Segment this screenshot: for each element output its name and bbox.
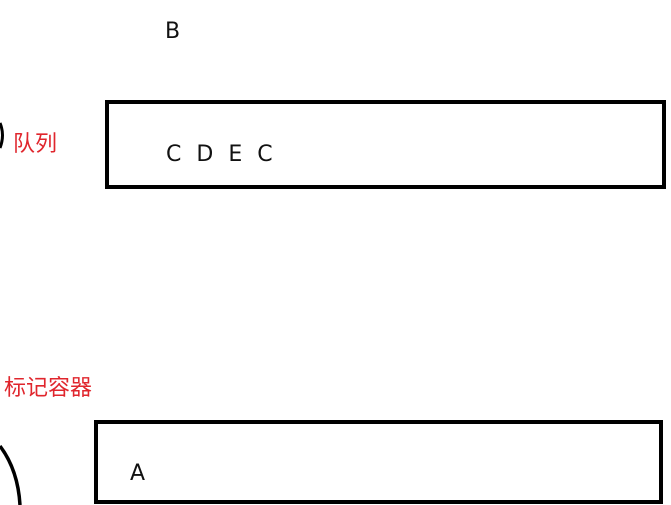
visited-items: A [130, 461, 145, 487]
visited-item: A [130, 461, 146, 486]
queue-items: C D E C [166, 142, 273, 168]
queue-item: C [257, 142, 273, 167]
queue-box: C D E C [105, 100, 666, 189]
edge-curve-fragments [0, 122, 22, 505]
top-curve-fragment [0, 122, 4, 149]
queue-item: D [196, 142, 214, 167]
visited-container-box: A [94, 420, 663, 504]
queue-item: E [228, 142, 243, 167]
visited-container-label: 标记容器 [4, 376, 93, 401]
queue-label: 队列 [13, 132, 58, 157]
bottom-curve-fragment [0, 444, 22, 505]
current-node-label: B [165, 19, 181, 44]
queue-item: C [166, 142, 182, 167]
